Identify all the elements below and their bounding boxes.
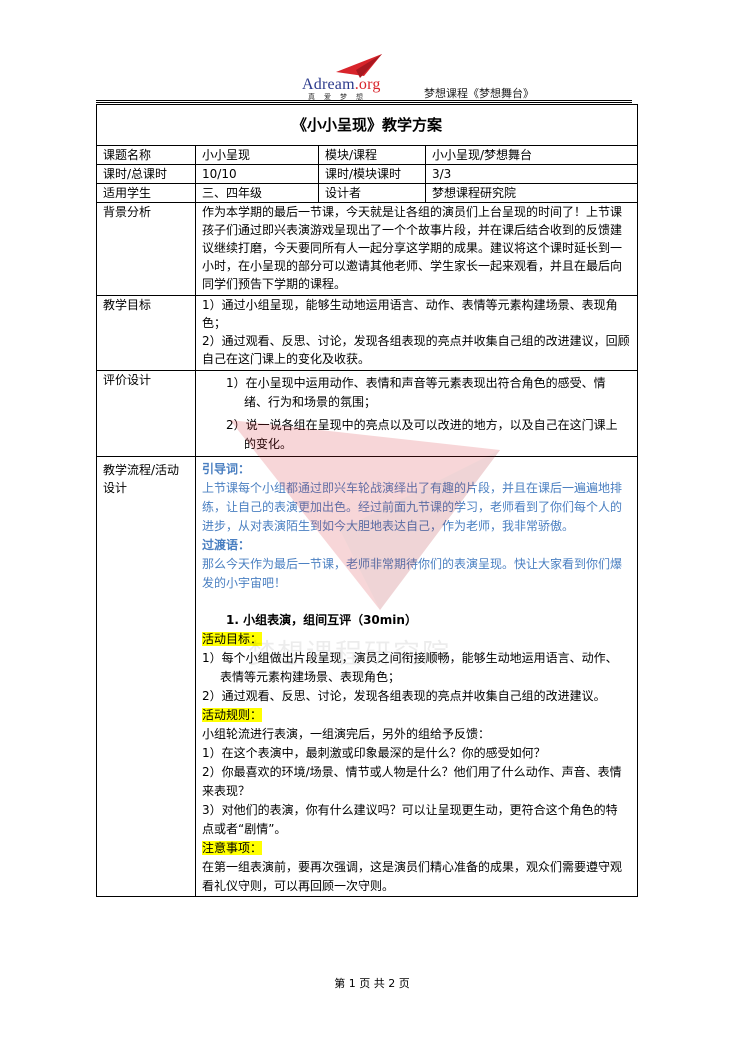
- value-module: 小小呈现/梦想舞台: [425, 145, 638, 165]
- lesson-plan-table: 《小小呈现》教学方案 课题名称 小小呈现 模块/课程 小小呈现/梦想舞台 课时/…: [96, 104, 638, 897]
- eval-item: 1）在小呈现中运用动作、表情和声音等元素表现出符合角色的感受、情绪、行为和场景的…: [226, 376, 606, 409]
- goal-item: 2）通过观看、反思、讨论，发现各组表现的亮点并收集自己组的改进建议，回顾自己在这…: [202, 334, 630, 366]
- step-1-heading: 1. 小组表演，组间互评（30min）: [226, 613, 417, 627]
- label-students: 适用学生: [96, 183, 196, 203]
- label-topic: 课题名称: [96, 145, 196, 165]
- intro-text: 上节课每个小组都通过即兴车轮战演绎出了有趣的片段，并且在课后一遍遍地排练，让自己…: [202, 481, 623, 533]
- label-flow: 教学流程/活动设计: [96, 456, 196, 897]
- eval-item: 2）说一说各组在呈现中的亮点以及可以改进的地方，以及自己在这门课上的变化。: [226, 418, 618, 451]
- goal-item: 1）通过小组呈现，能够生动地运用语言、动作、表情等元素构建场景、表现角色；: [202, 298, 618, 330]
- activity-rules-heading: 活动规则：: [202, 708, 263, 722]
- rules-intro: 小组轮流进行表演，一组演完后，另外的组给予反馈：: [202, 727, 491, 741]
- value-students: 三、四年级: [195, 183, 319, 203]
- adream-logo: Adream.org 真爱梦想: [300, 52, 390, 101]
- table-row: 适用学生 三、四年级 设计者 梦想课程研究院: [96, 183, 638, 203]
- notes-text: 在第一组表演前，要再次强调，这是演员们精心准备的成果，观众们需要遵守观看礼仪守则…: [202, 860, 623, 893]
- table-row: 背景分析 作为本学期的最后一节课，今天就是让各组的演员们上台呈现的时间了！上节课…: [96, 202, 638, 296]
- activity-goal-heading: 活动目标：: [202, 632, 263, 646]
- evaluation-cell: 1）在小呈现中运用动作、表情和声音等元素表现出符合角色的感受、情绪、行为和场景的…: [195, 370, 638, 457]
- rule-item: 3）对他们的表演，你有什么建议吗？可以让呈现更生动，更符合这个角色的特点或者“剧…: [202, 803, 618, 836]
- table-row: 课题名称 小小呈现 模块/课程 小小呈现/梦想舞台: [96, 145, 638, 165]
- notes-heading: 注意事项：: [202, 841, 263, 855]
- table-row: 教学目标 1）通过小组呈现，能够生动地运用语言、动作、表情等元素构建场景、表现角…: [96, 295, 638, 371]
- background-paragraph: 作为本学期的最后一节课，今天就是让各组的演员们上台呈现的时间了！上节课孩子们通过…: [202, 205, 623, 291]
- label-period: 课时/总课时: [96, 164, 196, 184]
- label-module-period: 课时/模块课时: [318, 164, 426, 184]
- plan-title: 《小小呈现》教学方案: [96, 104, 638, 146]
- flow-cell: 引导词： 上节课每个小组都通过即兴车轮战演绎出了有趣的片段，并且在课后一遍遍地排…: [195, 456, 638, 897]
- value-module-period: 3/3: [425, 164, 638, 184]
- activity-goal-item: 2）通过观看、反思、讨论，发现各组表现的亮点并收集自己组的改进建议。: [202, 689, 606, 703]
- background-text: 作为本学期的最后一节课，今天就是让各组的演员们上台呈现的时间了！上节课孩子们通过…: [195, 202, 638, 296]
- page-footer: 第 1 页 共 2 页: [334, 977, 410, 990]
- value-designer: 梦想课程研究院: [425, 183, 638, 203]
- label-goals: 教学目标: [96, 295, 196, 371]
- activity-goal-item: 1）每个小组做出片段呈现，演员之间衔接顺畅，能够生动地运用语言、动作、表情等元素…: [202, 651, 618, 684]
- header-divider-thin: [96, 102, 632, 103]
- intro-heading: 引导词：: [202, 462, 251, 476]
- transition-text: 那么今天作为最后一节课，老师非常期待你们的表演呈现。快让大家看到你们爆发的小宇宙…: [202, 557, 623, 590]
- paper-plane-icon: [336, 54, 382, 78]
- header-course-title: 梦想课程《梦想舞台》: [424, 87, 534, 100]
- logo-text: Adream.org: [302, 76, 381, 93]
- table-row: 评价设计 1）在小呈现中运用动作、表情和声音等元素表现出符合角色的感受、情绪、行…: [96, 370, 638, 457]
- value-period: 10/10: [195, 164, 319, 184]
- goals-cell: 1）通过小组呈现，能够生动地运用语言、动作、表情等元素构建场景、表现角色； 2）…: [195, 295, 638, 371]
- label-module: 模块/课程: [318, 145, 426, 165]
- label-evaluation: 评价设计: [96, 370, 196, 457]
- logo-subtitle: 真爱梦想: [308, 93, 372, 101]
- table-row: 教学流程/活动设计 引导词： 上节课每个小组都通过即兴车轮战演绎出了有趣的片段，…: [96, 456, 638, 897]
- rule-item: 1）在这个表演中，最刺激或印象最深的是什么？你的感受如何？: [202, 746, 546, 760]
- value-topic: 小小呈现: [195, 145, 319, 165]
- header-divider: [96, 100, 632, 101]
- table-row: 课时/总课时 10/10 课时/模块课时 3/3: [96, 164, 638, 184]
- label-background: 背景分析: [96, 202, 196, 296]
- transition-heading: 过渡语：: [202, 538, 251, 552]
- rule-item: 2）你最喜欢的环境/场景、情节或人物是什么？他们用了什么动作、声音、表情来表现？: [202, 765, 622, 798]
- label-designer: 设计者: [318, 183, 426, 203]
